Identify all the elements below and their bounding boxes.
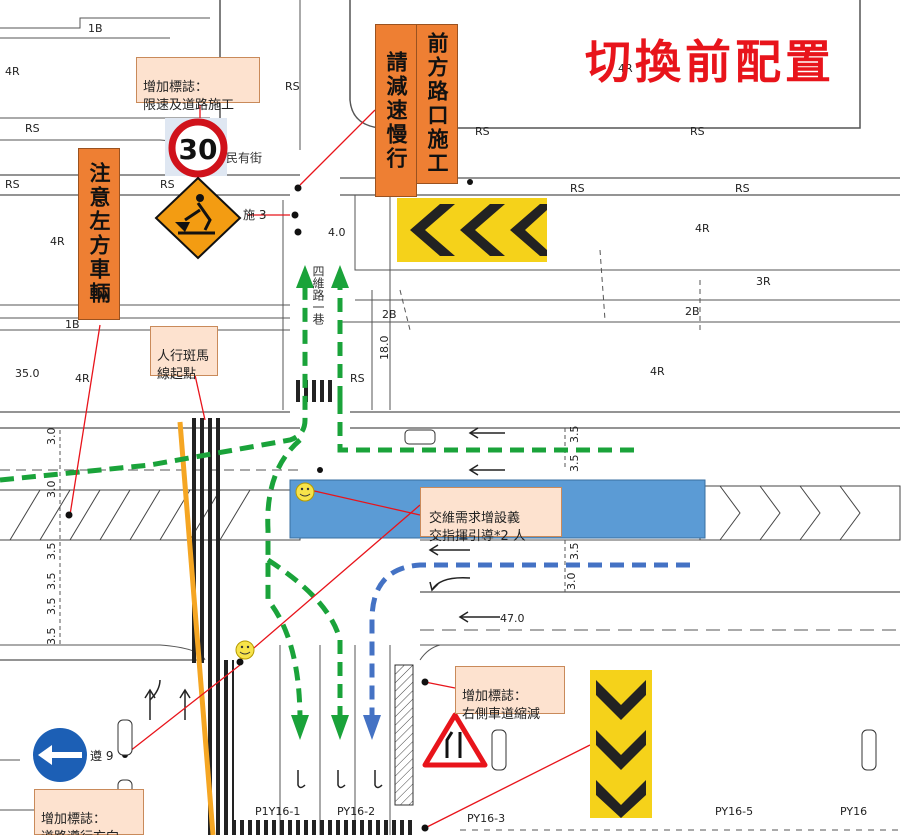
note-direction-text: 增加標誌： 道路遵行方向 <box>41 812 119 835</box>
dimension-label: 47.0 <box>500 612 525 625</box>
note-lane-reduce-text: 增加標誌： 右側車道縮減 <box>462 689 541 722</box>
pole-label: P1Y16-1 <box>255 805 300 818</box>
zone-label: 4R <box>650 365 665 378</box>
zone-label: RS <box>735 182 750 195</box>
zone-label: 3R <box>756 275 771 288</box>
zebra-crosswalk-top <box>292 380 332 402</box>
zone-label: RS <box>285 80 300 93</box>
dimension-label: 35.0 <box>15 367 40 380</box>
direction-sign <box>33 728 87 782</box>
dimension-labels: 35.0 18.0 47.0 4.0 3.0 3.0 3.0 3.5 3.5 3… <box>15 226 581 645</box>
zone-label: RS <box>5 178 20 191</box>
dimension-label: 18.0 <box>378 336 391 361</box>
dimension-label: 3.5 <box>568 426 581 444</box>
pole-labels: P1Y16-1 PY16-2 PY16-3 PY16-5 PY16 <box>255 805 867 825</box>
banner-left-car-text: 注意左方車輛 <box>87 162 112 306</box>
chevron-board-top <box>397 198 547 262</box>
zone-label: 4R <box>5 65 20 78</box>
zone-label: RS <box>475 125 490 138</box>
zone-label: 2B <box>685 305 700 318</box>
zone-labels: 1B 4R RS RS RS RS 4R RS RS RS 4R 4R 3R 2… <box>5 22 771 385</box>
chevron-board-right <box>590 670 652 818</box>
lane-reduction-sign <box>422 712 488 768</box>
crosswalk-start-line <box>177 421 216 835</box>
banner-front-road-text: 前方路口施工 <box>425 32 450 176</box>
dimension-label: 3.0 <box>45 481 58 499</box>
note-lane-reduce: 增加標誌： 右側車道縮減 <box>455 666 565 722</box>
speed-limit-sign: 30 <box>165 118 228 178</box>
zone-label: 1B <box>65 318 80 331</box>
direction-sign-label: 遵 9 <box>90 748 113 763</box>
dimension-label: 3.5 <box>45 598 58 616</box>
dimension-label: 3.5 <box>45 573 58 591</box>
zone-label: 1B <box>88 22 103 35</box>
pole-label: PY16-3 <box>467 812 505 825</box>
dimension-label: 3.5 <box>568 543 581 561</box>
banner-left-car: 注意左方車輛 <box>78 148 120 320</box>
zone-label: RS <box>160 178 175 191</box>
zebra-crosswalk-bottom <box>232 820 412 835</box>
dimension-label: 3.5 <box>45 628 58 646</box>
street-name: 民有街 <box>226 151 262 165</box>
green-route <box>0 285 640 721</box>
note-traffic-guide: 交維需求增設義 交指揮引導*2 人 <box>420 487 562 544</box>
note-crosswalk-text: 人行斑馬 線起點 <box>157 349 210 382</box>
zone-label: 4R <box>695 222 710 235</box>
hatched-barrier <box>394 664 414 806</box>
green-arrowheads <box>291 265 349 740</box>
zone-label: 4R <box>618 62 633 75</box>
note-crosswalk: 人行斑馬 線起點 <box>150 326 218 382</box>
pole-dots <box>65 179 473 832</box>
road-work-sign <box>154 176 242 260</box>
zone-label: RS <box>570 182 585 195</box>
zone-label: 4R <box>50 235 65 248</box>
page-title: 切換前配置 <box>585 35 835 89</box>
alley-name: 四維路一巷 <box>311 265 325 325</box>
zone-label: RS <box>690 125 705 138</box>
speed-limit-value: 30 <box>179 133 218 166</box>
traffic-guard-icon-lower <box>235 640 255 660</box>
zone-label: RS <box>350 372 365 385</box>
blue-route <box>363 562 690 740</box>
banner-slow-down-text: 請減速慢行 <box>384 50 409 171</box>
dimension-label: 4.0 <box>328 226 346 239</box>
banner-slow-down: 請減速慢行 <box>375 24 417 197</box>
zone-label: RS <box>25 122 40 135</box>
dimension-label: 3.5 <box>568 455 581 473</box>
pole-label: PY16 <box>840 805 867 818</box>
note-direction: 增加標誌： 道路遵行方向 <box>34 789 144 835</box>
zone-label: 4R <box>75 372 90 385</box>
zone-label: 2B <box>382 308 397 321</box>
lane-markings <box>144 427 505 789</box>
pole-label: PY16-2 <box>337 805 375 818</box>
traffic-guard-icon <box>295 482 315 502</box>
pole-label: PY16-5 <box>715 805 753 818</box>
work-sign-label: 施 3 <box>243 208 266 222</box>
alley-name-text: 四維路一巷 <box>311 265 325 325</box>
dimension-label: 3.0 <box>45 428 58 446</box>
dimension-label: 3.0 <box>565 573 578 591</box>
note-speed-sign-text: 增加標誌： 限速及道路施工 <box>143 80 235 113</box>
note-traffic-guide-text: 交維需求增設義 交指揮引導*2 人 <box>429 511 526 544</box>
dimension-label: 3.5 <box>45 543 58 561</box>
banner-front-road: 前方路口施工 <box>416 24 458 184</box>
pointer-lines <box>69 105 591 829</box>
note-speed-sign: 增加標誌： 限速及道路施工 <box>136 57 260 113</box>
